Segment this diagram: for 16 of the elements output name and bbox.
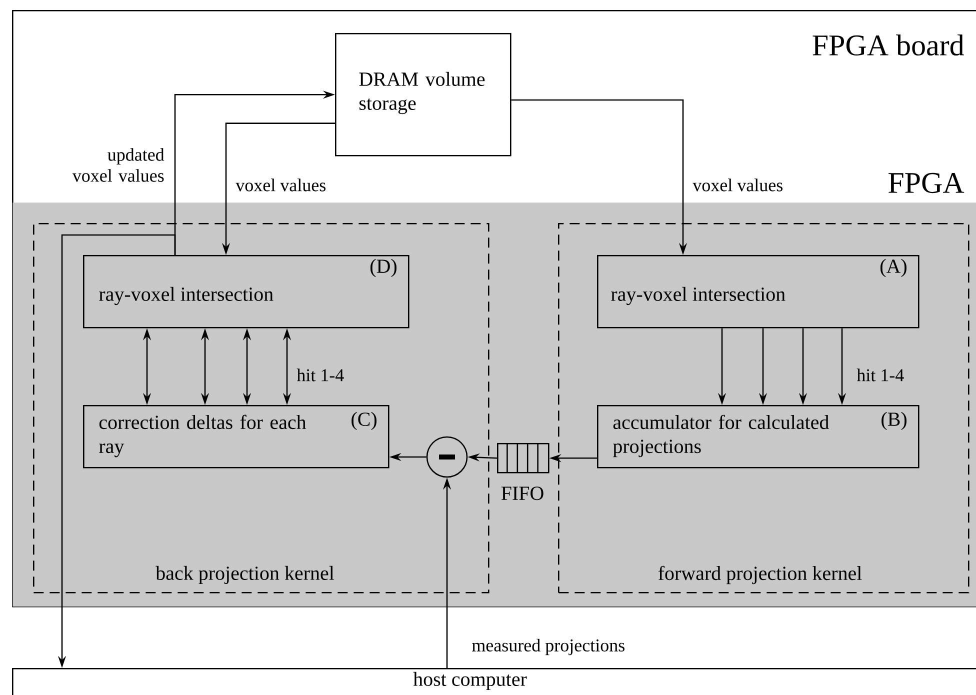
signal-label: hit 1-4 [296, 368, 344, 382]
process-box: accumulator for calculated projections (B) [597, 405, 920, 468]
edge-label: voxel values [692, 178, 782, 192]
signal-label: hit 1-4 [856, 368, 904, 382]
edge-label: updated voxel values [72, 148, 164, 182]
queue-buffer [497, 443, 550, 474]
process-box: correction deltas for each ray (C) [83, 405, 390, 468]
process-box: ray-voxel intersection (A) [597, 255, 920, 328]
subtractor-circle [426, 436, 468, 478]
buffer-label: FIFO [501, 486, 544, 500]
process-box: ray-voxel intersection (D) [83, 255, 410, 328]
edge-label: measured projections [472, 638, 624, 656]
computer-box: host computer [12, 668, 976, 695]
memory-box: DRAM volume storage [335, 33, 512, 156]
node-label: FPGA [888, 172, 964, 194]
edge-label: voxel values [236, 178, 326, 192]
